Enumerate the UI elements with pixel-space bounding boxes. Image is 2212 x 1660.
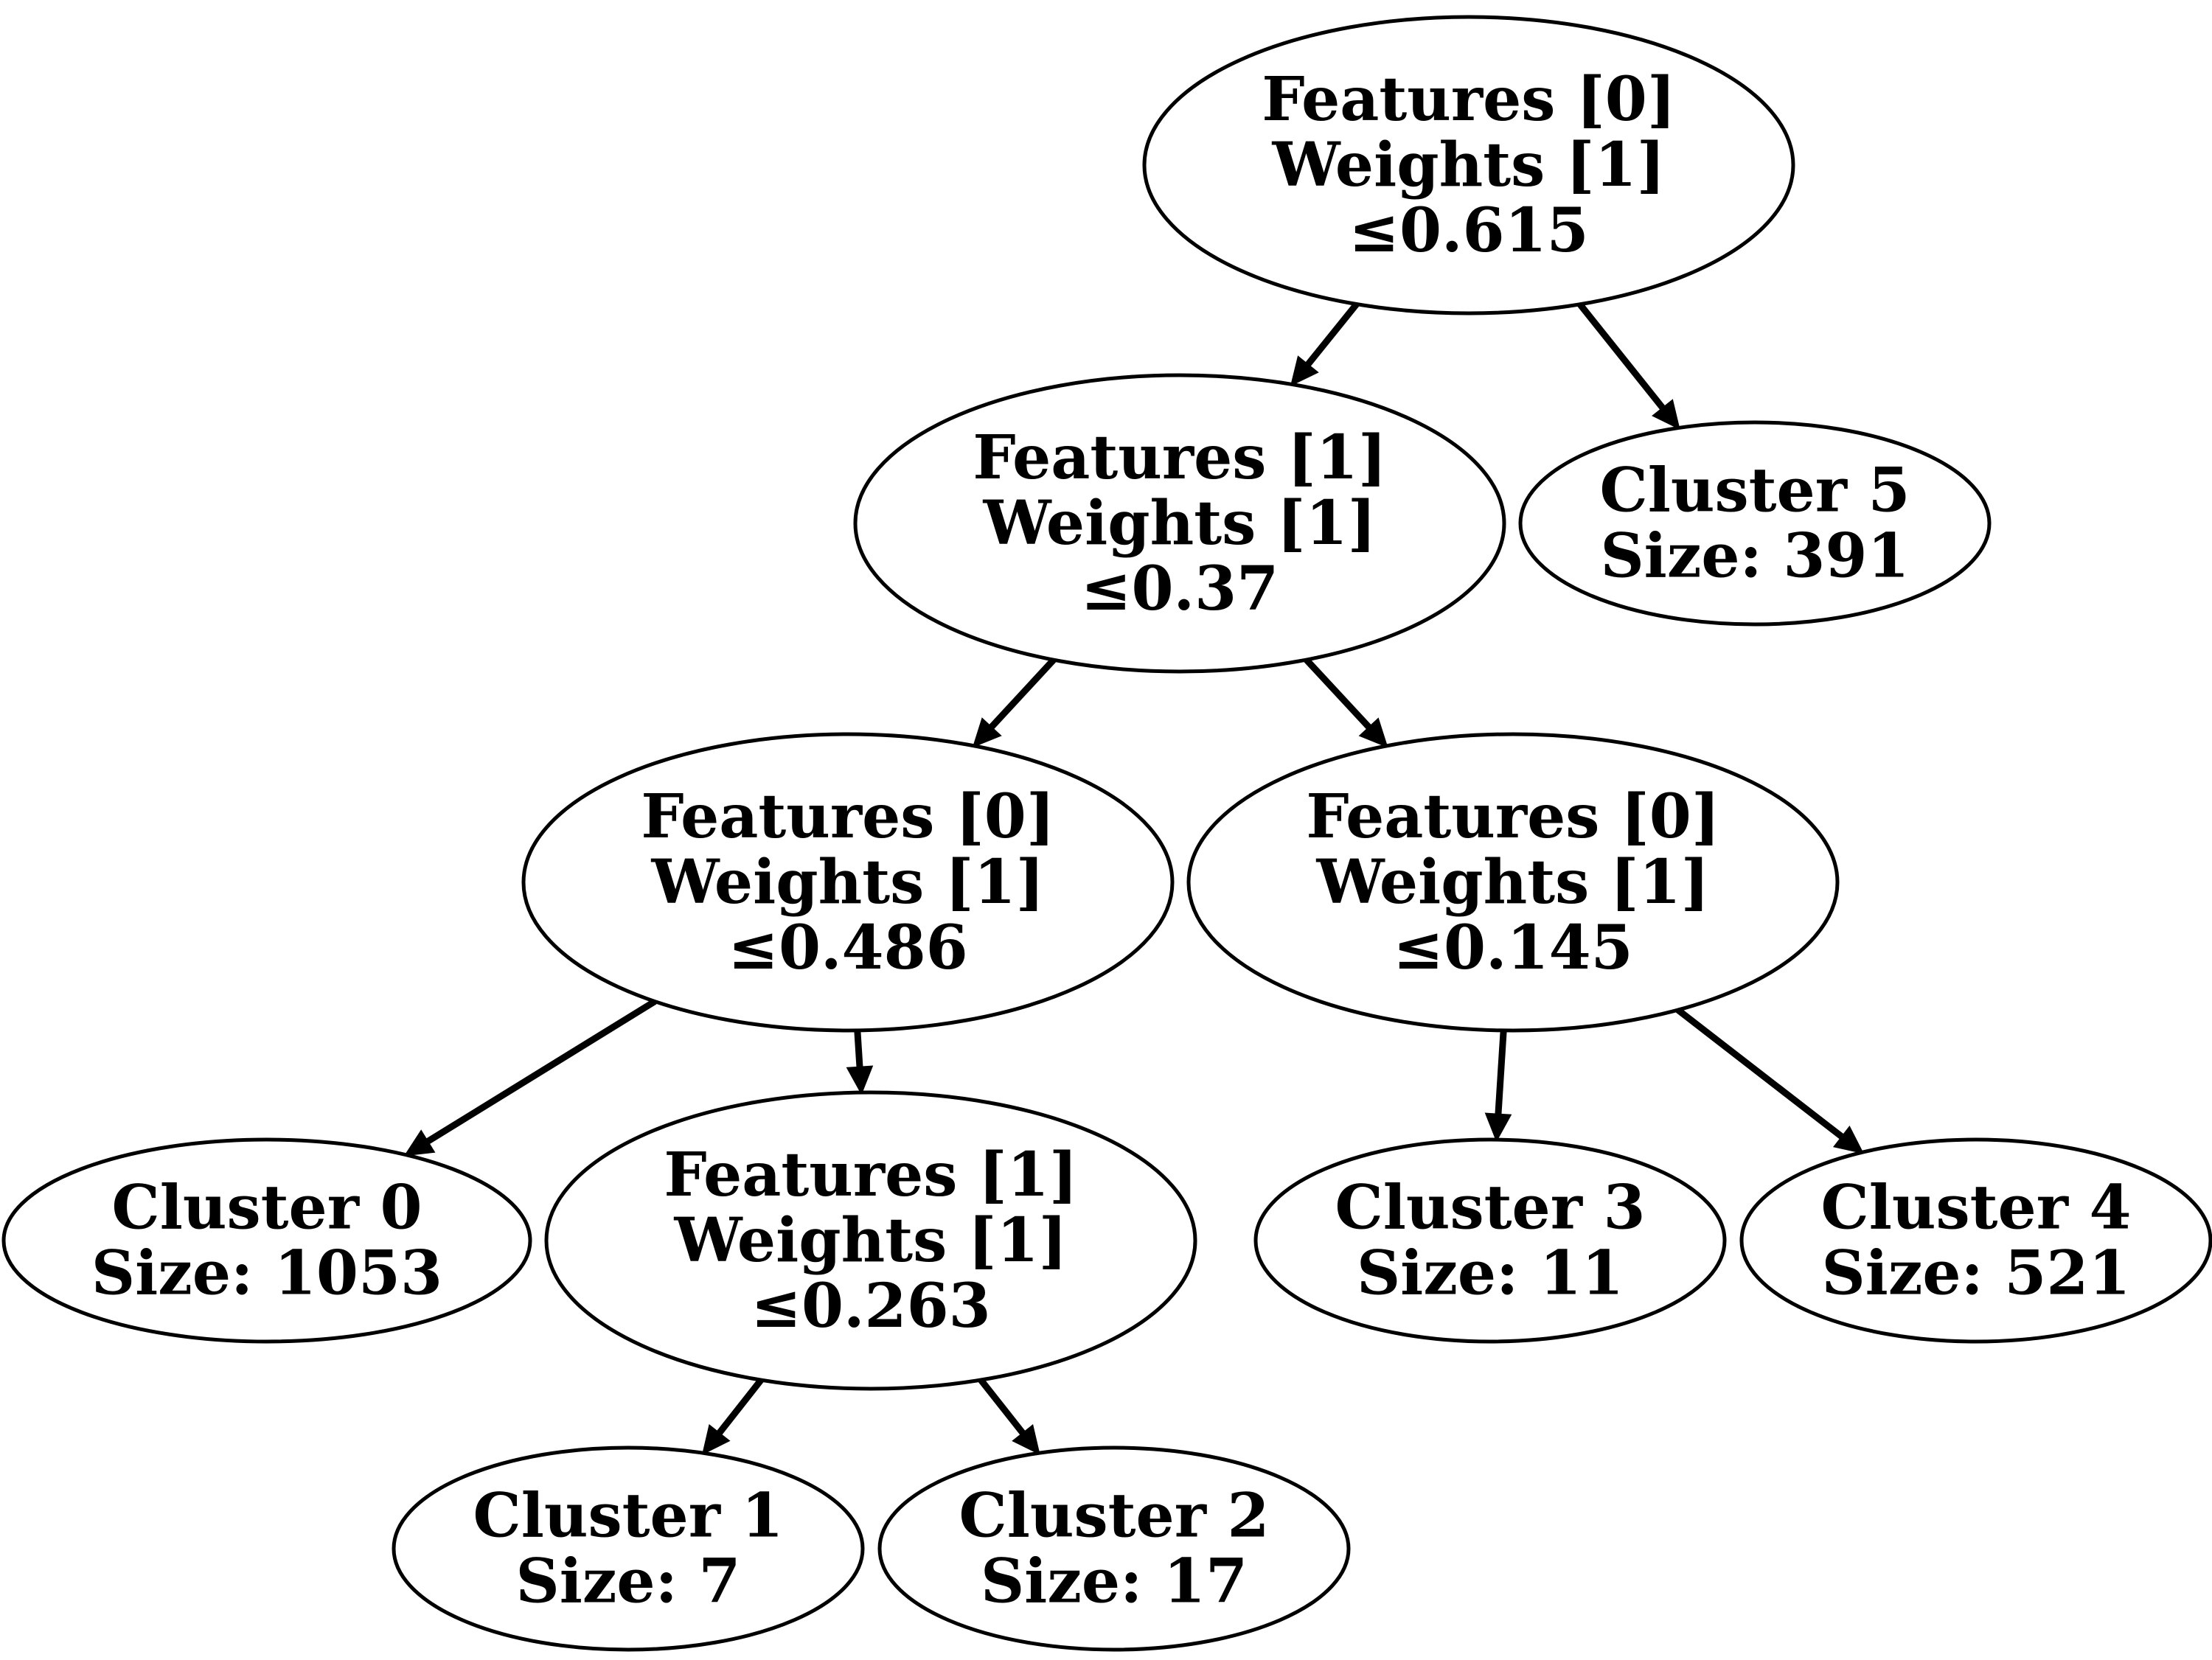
node-label-line: Cluster 1 <box>473 1481 783 1552</box>
node-label-line: ≤0.37 <box>1081 554 1279 624</box>
node-ellipse <box>544 1090 1197 1391</box>
edge-n3-n6 <box>846 1030 874 1095</box>
node-label-line: ≤0.145 <box>1393 913 1632 983</box>
node-ellipse <box>853 373 1506 674</box>
node-label-line: Cluster 3 <box>1335 1173 1645 1244</box>
edges-layer <box>403 301 1865 1456</box>
node-label-line: Size: 17 <box>981 1546 1248 1617</box>
node-label-line: Cluster 2 <box>959 1481 1269 1552</box>
node-label-line: Features [0] <box>641 781 1054 852</box>
edge-line <box>1304 301 1360 367</box>
node-label-line: Weights [1] <box>1316 847 1710 918</box>
edge-line <box>1304 657 1372 730</box>
node-label-line: ≤0.486 <box>728 913 967 983</box>
node-label-line: Size: 11 <box>1357 1238 1624 1309</box>
node-label-line: ≤0.263 <box>751 1271 990 1342</box>
node-ellipse <box>1739 1137 2212 1344</box>
node-label-line: Cluster 5 <box>1599 456 1910 526</box>
edge-line <box>1577 302 1666 411</box>
node-label-line: Weights [1] <box>1272 130 1666 200</box>
edge-n4-n7 <box>1484 1030 1512 1143</box>
node-label-line: Weights [1] <box>983 488 1377 559</box>
node-ellipse <box>1186 732 1840 1033</box>
split-node-n0: Features [0]Weights [1]≤0.615 <box>1142 15 1795 315</box>
arrowhead <box>403 1129 436 1157</box>
node-label-line: Weights [1] <box>674 1205 1068 1276</box>
node-ellipse <box>1518 420 1992 627</box>
edge-line <box>988 658 1057 730</box>
edge-line <box>716 1378 764 1436</box>
split-node-n4: Features [0]Weights [1]≤0.145 <box>1186 732 1840 1033</box>
arrowhead <box>1833 1126 1865 1154</box>
arrowhead <box>1652 399 1680 430</box>
arrowhead <box>1012 1424 1040 1456</box>
arrowhead <box>972 717 1002 748</box>
node-label-line: Cluster 4 <box>1820 1173 2131 1244</box>
node-ellipse <box>877 1445 1351 1652</box>
node-label-line: ≤0.615 <box>1349 195 1588 266</box>
edge-n6-n10 <box>978 1378 1040 1456</box>
node-ellipse <box>1142 15 1795 315</box>
node-ellipse <box>1253 1137 1727 1344</box>
edge-n0-n2 <box>1577 302 1680 430</box>
node-label-line: Features [1] <box>664 1140 1077 1210</box>
edge-n4-n8 <box>1675 1007 1865 1154</box>
node-label-line: Features [0] <box>1306 781 1719 852</box>
node-label-line: Features [0] <box>1262 64 1675 135</box>
node-label-line: Size: 1053 <box>91 1238 442 1309</box>
arrowhead <box>846 1065 874 1095</box>
arrowhead <box>1358 717 1388 748</box>
node-label-line: Weights [1] <box>651 847 1045 918</box>
arrowhead <box>1290 355 1319 387</box>
node-label-line: Features [1] <box>973 422 1386 493</box>
node-label-line: Size: 391 <box>1600 521 1909 592</box>
edge-line <box>1495 1030 1507 1115</box>
edge-line <box>978 1378 1026 1436</box>
node-label-line: Cluster 0 <box>111 1173 422 1244</box>
edge-line <box>854 1030 863 1068</box>
node-label-line: Size: 521 <box>1821 1238 2130 1309</box>
node-ellipse <box>1 1137 532 1344</box>
node-ellipse <box>521 732 1175 1033</box>
node-label-line: Size: 7 <box>516 1546 741 1617</box>
edge-n6-n9 <box>701 1378 764 1456</box>
edge-line <box>425 998 657 1145</box>
split-node-n1: Features [1]Weights [1]≤0.37 <box>853 373 1506 674</box>
arrowhead <box>1484 1112 1512 1143</box>
node-ellipse <box>392 1445 865 1652</box>
edge-n1-n3 <box>972 658 1057 748</box>
edge-n1-n4 <box>1304 657 1388 748</box>
edge-n0-n1 <box>1290 301 1360 387</box>
edge-line <box>1675 1007 1845 1140</box>
arrowhead <box>701 1424 731 1456</box>
edge-n3-n5 <box>403 998 657 1157</box>
split-node-n6: Features [1]Weights [1]≤0.263 <box>544 1090 1197 1391</box>
split-node-n3: Features [0]Weights [1]≤0.486 <box>521 732 1175 1033</box>
